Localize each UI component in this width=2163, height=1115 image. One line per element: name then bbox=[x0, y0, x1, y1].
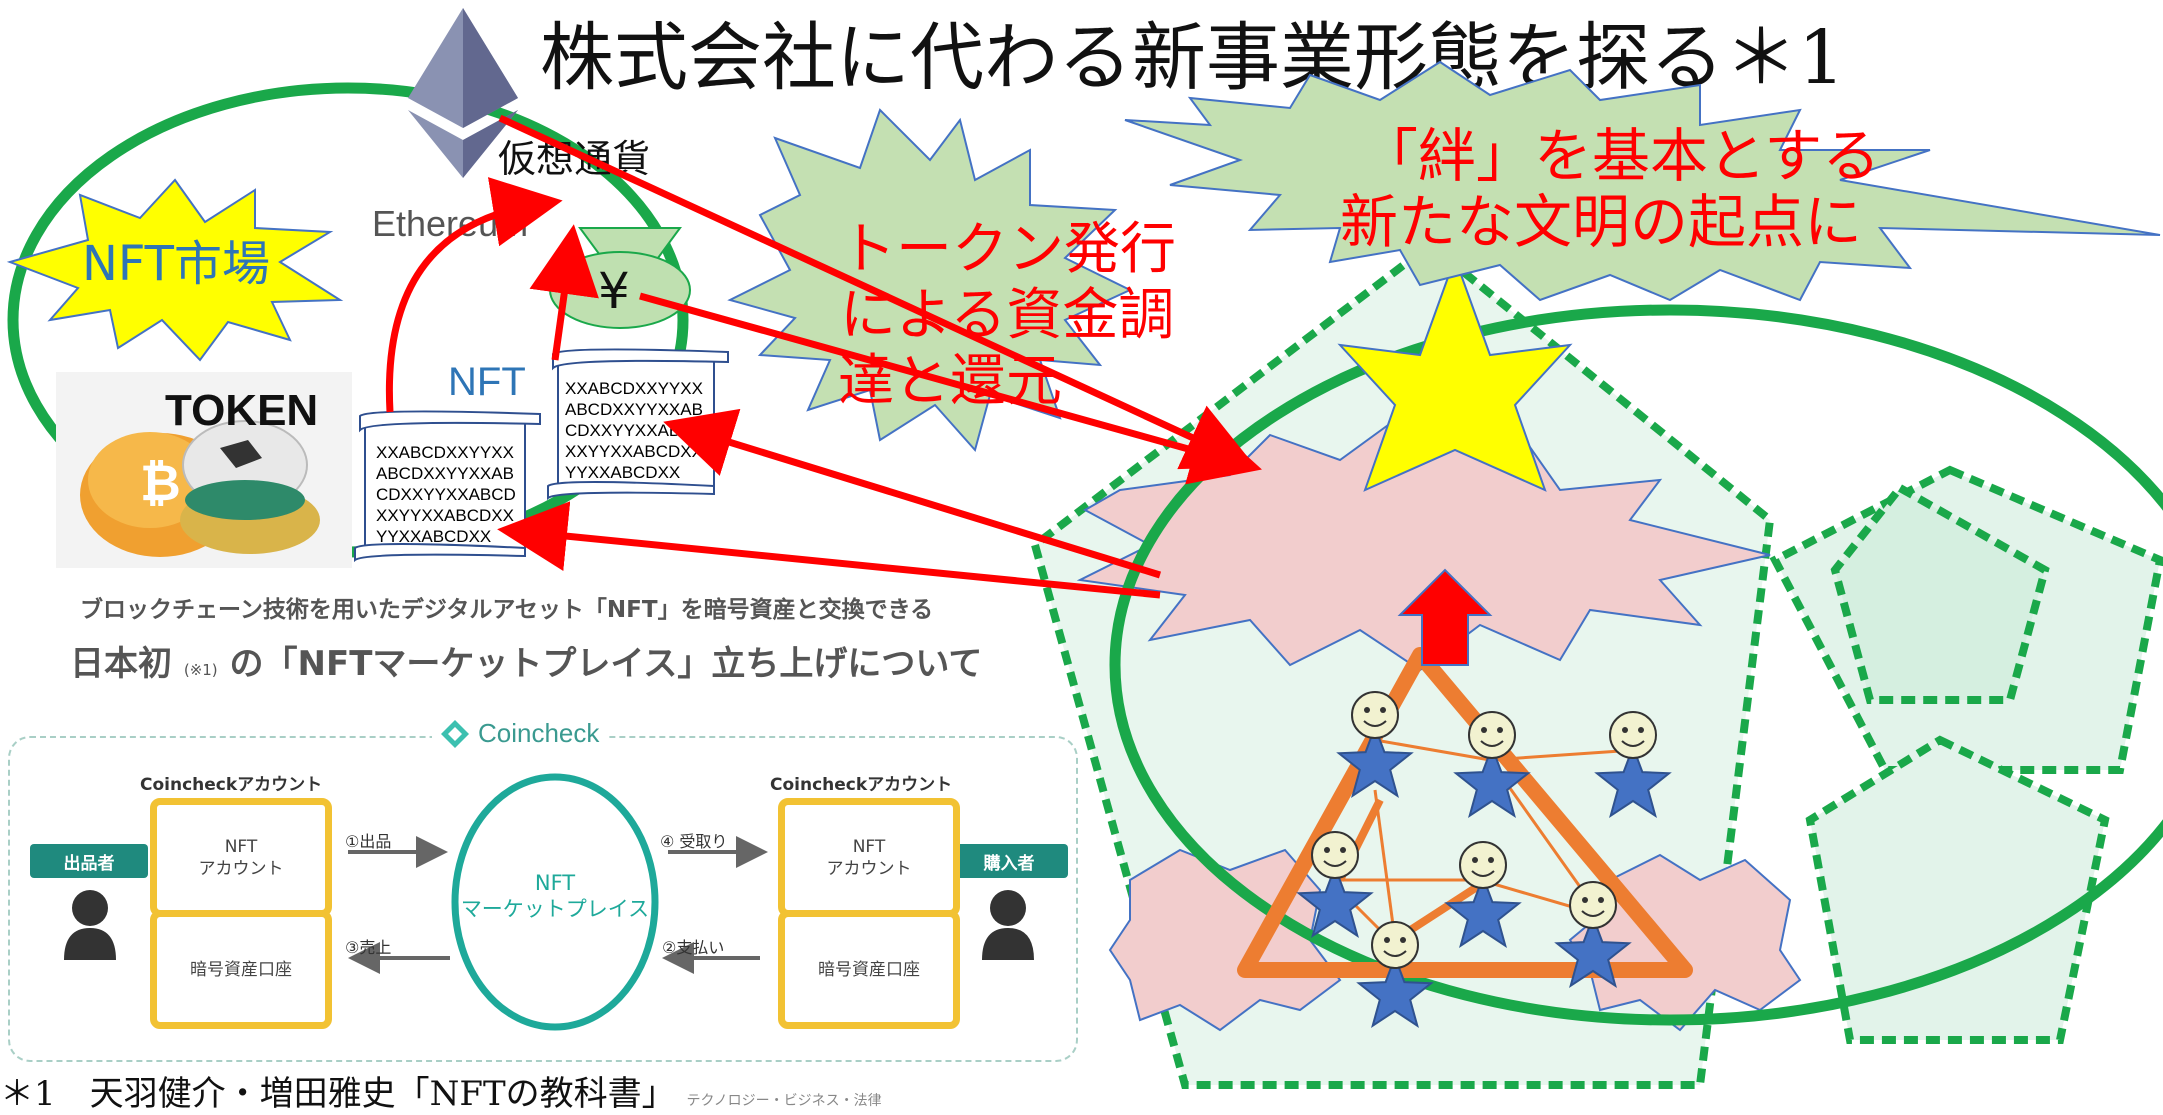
smiley-face-icon bbox=[1609, 711, 1657, 759]
yen-symbol: ¥ bbox=[598, 262, 630, 320]
coincheck-brand-text: Coincheck bbox=[478, 718, 600, 748]
person-body-star bbox=[1444, 874, 1522, 948]
token-image: ₿ TOKEN bbox=[56, 372, 352, 568]
nft-scroll-2: XXABCDXXYYXX ABCDXXYYXXAB CDXXYYXXABCD X… bbox=[547, 348, 729, 501]
eye bbox=[1400, 937, 1406, 943]
nft-label: NFT bbox=[448, 360, 526, 404]
eye bbox=[1380, 707, 1386, 713]
yen-bag-icon: ¥ bbox=[549, 227, 691, 329]
mouth bbox=[1621, 740, 1645, 747]
person-body-star bbox=[1594, 744, 1672, 818]
eye bbox=[1472, 857, 1478, 863]
nft-scroll-1: XXABCDXXYYXX ABCDXXYYXXAB CDXXYYXXABCD X… bbox=[354, 410, 541, 563]
footnote-text: ＊1 天羽健介・増田雅史「NFTの教科書」 bbox=[0, 1074, 676, 1114]
coincheck-brand: Coincheck bbox=[432, 718, 608, 749]
smiley-face-icon bbox=[1569, 881, 1617, 929]
person-2 bbox=[1453, 711, 1531, 818]
mouth bbox=[1363, 720, 1387, 727]
token-image-text: TOKEN bbox=[165, 386, 318, 435]
account-label-right: Coincheckアカウント bbox=[770, 775, 953, 795]
step-4-label: ④ 受取り bbox=[660, 832, 728, 851]
smiley-face-icon bbox=[1459, 841, 1507, 889]
eye bbox=[1364, 707, 1370, 713]
account-label-left: Coincheckアカウント bbox=[140, 775, 323, 795]
seller-badge: 出品者 bbox=[30, 844, 148, 878]
buyer-person-icon bbox=[982, 890, 1034, 960]
red-arrows bbox=[385, 114, 1262, 599]
person-7 bbox=[1356, 921, 1434, 1028]
person-4 bbox=[1296, 831, 1374, 938]
eye bbox=[1497, 727, 1503, 733]
footnote-small: テクノロジー・ビジネス・法律 bbox=[686, 1093, 882, 1109]
pentagon-right-inner bbox=[1830, 482, 2050, 704]
headline-note: (※1) bbox=[183, 661, 218, 679]
ethereum-logo-icon bbox=[408, 8, 518, 178]
person-5 bbox=[1444, 841, 1522, 948]
nft-scroll-1-text: XXABCDXXYYXX ABCDXXYYXXAB CDXXYYXXABCD X… bbox=[376, 443, 516, 546]
community-ellipse bbox=[1109, 304, 2163, 1026]
person-body-star bbox=[1296, 864, 1374, 938]
kizuna-line-1: 「絆」を基本とする bbox=[1360, 122, 1880, 190]
mouth bbox=[1383, 950, 1407, 957]
eye bbox=[1622, 727, 1628, 733]
step-3-label: ③売上 bbox=[345, 938, 392, 957]
person-body-star bbox=[1554, 914, 1632, 988]
buyer-crypto-account: 暗号資産口座 bbox=[778, 910, 960, 1029]
page-title: 株式会社に代わる新事業形態を探る＊1 bbox=[540, 15, 1846, 101]
mouth bbox=[1471, 870, 1495, 877]
mouth bbox=[1581, 910, 1605, 917]
seller-person-icon bbox=[64, 890, 116, 960]
coincheck-logo-icon bbox=[441, 719, 469, 748]
seller-nft-account: NFT アカウント bbox=[150, 798, 332, 917]
eye bbox=[1340, 847, 1346, 853]
headline-part-a: 日本初 bbox=[70, 644, 172, 684]
kizuna-line-2: 新たな文明の起点に bbox=[1340, 188, 1862, 256]
eye bbox=[1384, 937, 1390, 943]
smiley-face-icon bbox=[1311, 831, 1359, 879]
buyer-nft-account: NFT アカウント bbox=[778, 798, 960, 917]
mouth bbox=[1480, 740, 1504, 747]
headline-part-b: の「NFTマーケットプレイス」立ち上げについて bbox=[229, 644, 983, 684]
coincheck-caption: ブロックチェーン技術を用いたデジタルアセット「NFT」を暗号資産と交換できる bbox=[80, 597, 934, 623]
person-body-star bbox=[1453, 744, 1531, 818]
person-body-star bbox=[1356, 954, 1434, 1028]
eye bbox=[1481, 727, 1487, 733]
diagram-canvas: ₿ TOKEN Ethereum 仮想通貨 ¥ NFT XXABCDXXYYXX… bbox=[6, 8, 2163, 1089]
footnote: ＊1 天羽健介・増田雅史「NFTの教科書」 テクノロジー・ビジネス・法律 bbox=[0, 1066, 882, 1115]
buyer-badge: 購入者 bbox=[950, 844, 1068, 878]
eye bbox=[1638, 727, 1644, 733]
person-body-star bbox=[1336, 724, 1414, 798]
person-3 bbox=[1594, 711, 1672, 818]
eye bbox=[1488, 857, 1494, 863]
svg-text:₿: ₿ bbox=[140, 454, 181, 512]
pentagon-right-bottom bbox=[1805, 735, 2110, 1044]
smiley-face-icon bbox=[1371, 921, 1419, 969]
orange-triangle bbox=[1237, 647, 1693, 978]
eye bbox=[1582, 897, 1588, 903]
nft-market-burst bbox=[6, 178, 344, 362]
yellow-star bbox=[1337, 255, 1573, 492]
red-up-arrow bbox=[1397, 568, 1493, 666]
person-6 bbox=[1554, 881, 1632, 988]
marketplace-ellipse bbox=[451, 773, 659, 1031]
people-group bbox=[1296, 691, 1672, 1028]
person-1 bbox=[1336, 691, 1414, 798]
token-burst-line-2: による資金調 bbox=[840, 283, 1174, 348]
eye bbox=[1324, 847, 1330, 853]
step-1-label: ①出品 bbox=[345, 832, 392, 851]
mouth bbox=[1323, 860, 1347, 867]
marketplace-label: NFT マーケットプレイス bbox=[460, 871, 650, 921]
step-2-label: ②支払い bbox=[662, 938, 725, 957]
eye bbox=[1598, 897, 1604, 903]
marketplace-flow bbox=[348, 773, 768, 1031]
nft-market-label: NFT市場 bbox=[82, 236, 270, 292]
smiley-face-icon bbox=[1351, 691, 1399, 739]
smiley-face-icon bbox=[1468, 711, 1516, 759]
seller-crypto-account: 暗号資産口座 bbox=[150, 910, 332, 1029]
token-burst-line-1: トークン発行 bbox=[840, 217, 1176, 282]
coincheck-headline: 日本初 (※1) の「NFTマーケットプレイス」立ち上げについて bbox=[70, 636, 982, 685]
kizuna-burst bbox=[1124, 60, 2161, 302]
